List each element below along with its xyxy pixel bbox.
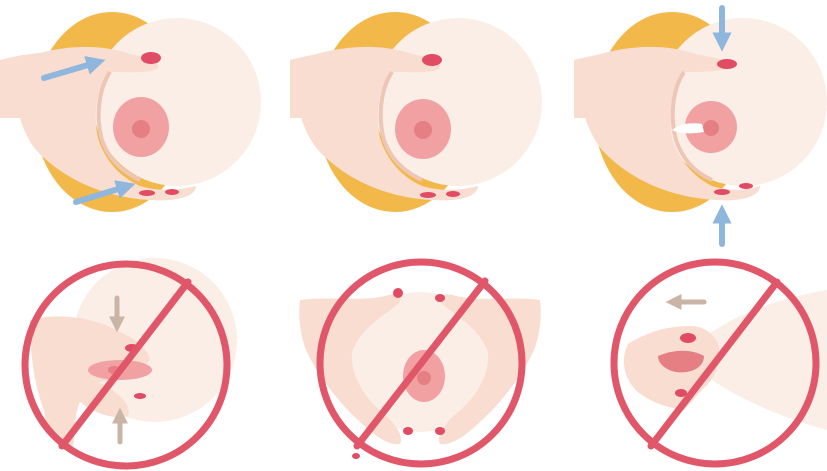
panel-incorrect-3 [614, 262, 827, 464]
panel-incorrect-1 [25, 258, 237, 466]
nail-icon [393, 288, 403, 298]
nail-icon [165, 189, 179, 195]
nipple-shape [417, 371, 431, 385]
breast-shape [659, 18, 827, 186]
nail-icon [446, 191, 460, 197]
nail-icon [680, 333, 696, 343]
nail-icon [435, 294, 445, 302]
panel-correct-step-2 [290, 12, 542, 212]
breast-shape [93, 18, 261, 186]
panel-correct-step-1 [0, 12, 261, 212]
nail-icon [403, 427, 413, 435]
nipple-shape [414, 121, 432, 139]
nail-icon [435, 427, 445, 435]
nail-icon [352, 453, 360, 459]
nipple-shape [703, 120, 719, 136]
breast-shape [374, 18, 542, 186]
nail-icon [422, 54, 442, 66]
nail-icon [139, 190, 155, 196]
nail-icon [714, 189, 730, 195]
panel-correct-step-3 [574, 8, 827, 244]
nail-icon [739, 183, 753, 189]
panel-incorrect-2 [299, 262, 541, 464]
nail-icon [141, 52, 161, 64]
nail-icon [134, 393, 146, 399]
nipple-shape [132, 120, 150, 138]
nail-icon [717, 59, 737, 69]
nail-icon [420, 192, 436, 198]
